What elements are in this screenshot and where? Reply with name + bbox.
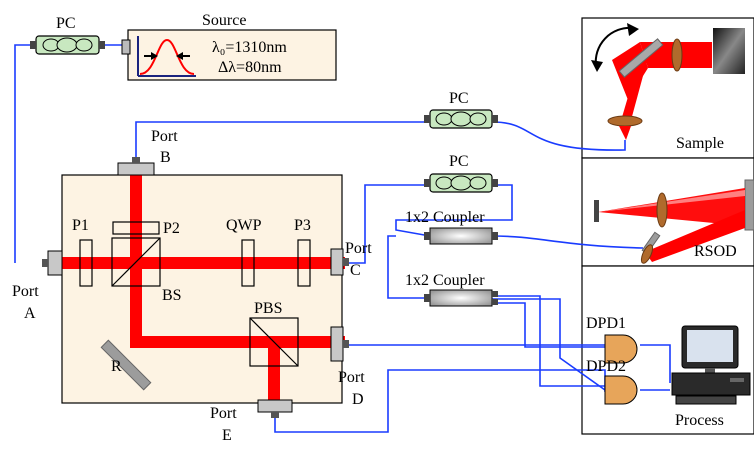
pc-middle xyxy=(424,109,498,129)
port-b-connector xyxy=(117,157,155,176)
pc-middle-label: PC xyxy=(449,90,469,107)
r-label: R xyxy=(111,358,122,375)
coupler-lower-label: 1x2 Coupler xyxy=(405,272,485,289)
bs-label: BS xyxy=(162,287,182,304)
coupler-upper xyxy=(424,227,498,245)
port-e-label: Port xyxy=(210,405,237,422)
port-b-label: Port xyxy=(151,128,178,145)
mirror-r xyxy=(100,339,152,391)
sample-optics xyxy=(591,23,745,140)
port-c-label: Port xyxy=(345,240,372,257)
polarizer-p1 xyxy=(79,239,93,287)
polarizer-p3 xyxy=(297,239,311,287)
port-e-letter: E xyxy=(222,427,232,444)
pc-right-label: PC xyxy=(449,153,469,170)
rsod-panel-label: RSOD xyxy=(694,243,737,260)
quarter-wave-plate xyxy=(241,239,255,287)
beam-paths xyxy=(55,170,345,406)
interferometer-housing xyxy=(61,174,343,404)
source-title: Source xyxy=(202,12,246,29)
source-spectrum-icon xyxy=(137,36,196,77)
polarizer-p2 xyxy=(112,221,160,235)
qwp-label: QWP xyxy=(226,217,262,234)
polarizing-beam-splitter xyxy=(249,317,299,367)
pc-top-label: PC xyxy=(56,15,76,32)
port-e-connector xyxy=(257,399,293,418)
source-bandwidth: Δλ=80nm xyxy=(218,59,282,76)
dpd2-label: DPD2 xyxy=(586,358,626,375)
port-d-label: Port xyxy=(338,369,365,386)
source-wavelength: λ₀=1310nm xyxy=(212,39,287,56)
port-d-connector xyxy=(330,326,349,362)
source-connector xyxy=(121,39,131,55)
rsod-optics xyxy=(594,179,754,264)
p3-label: P3 xyxy=(294,217,311,234)
port-a-letter: A xyxy=(24,305,36,322)
port-d-letter: D xyxy=(352,391,364,408)
pbs-label: PBS xyxy=(254,300,282,317)
pc-top xyxy=(30,35,105,55)
source-box xyxy=(127,29,337,81)
computer-icon xyxy=(671,325,751,405)
process-panel-label: Process xyxy=(675,412,724,429)
coupler-lower xyxy=(424,289,498,307)
pc-right xyxy=(424,173,498,193)
dpd2-detector xyxy=(604,375,638,405)
port-c-connector xyxy=(330,248,349,276)
sample-panel-label: Sample xyxy=(676,135,724,152)
coupler-upper-label: 1x2 Coupler xyxy=(405,209,485,226)
p2-label: P2 xyxy=(163,220,180,237)
beam-splitter-bs xyxy=(111,237,161,287)
port-a-connector xyxy=(42,250,63,276)
port-a-label: Port xyxy=(12,283,39,300)
port-b-letter: B xyxy=(160,149,171,166)
port-c-letter: C xyxy=(350,262,361,279)
dpd1-label: DPD1 xyxy=(586,315,626,332)
dpd1-detector xyxy=(604,334,638,364)
fiber-lines xyxy=(14,44,671,433)
p1-label: P1 xyxy=(72,217,89,234)
